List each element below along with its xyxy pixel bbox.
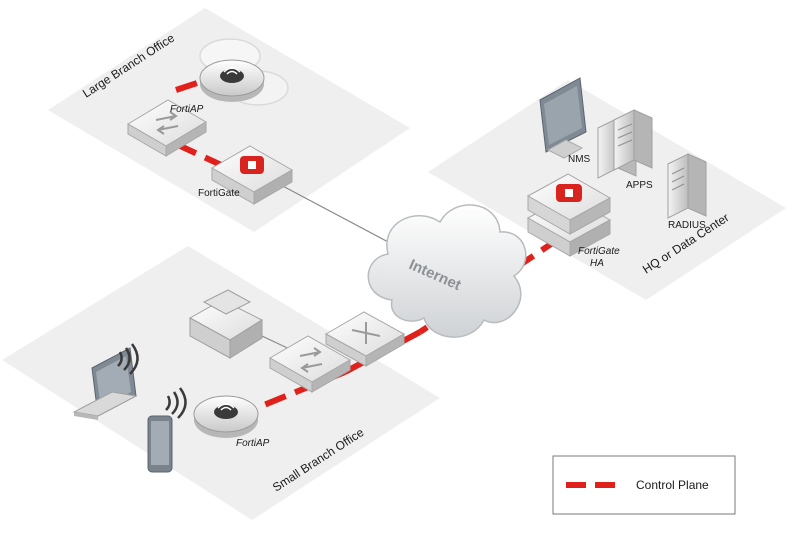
wifi-icon <box>117 343 139 375</box>
hq-fortigate-label-line1: FortiGate <box>578 246 620 257</box>
large-fortigate[interactable] <box>210 145 294 205</box>
large-fortiap[interactable] <box>199 59 265 102</box>
fortinet-logo-icon <box>240 156 264 174</box>
legend-label: Control Plane <box>636 478 709 492</box>
hq-fortigate-ha[interactable] <box>526 173 612 257</box>
small-switch[interactable] <box>268 335 352 393</box>
large-branch-zone <box>48 8 410 232</box>
small-router[interactable] <box>324 311 406 367</box>
large-fortigate-label: FortiGate <box>198 188 240 199</box>
smartphone[interactable] <box>147 415 173 473</box>
apps-server[interactable] <box>597 109 653 179</box>
legend: Control Plane <box>552 455 736 515</box>
hq-zone <box>428 80 786 300</box>
small-fortiap[interactable] <box>193 395 259 438</box>
radius-server[interactable] <box>667 153 707 219</box>
hq-fortigate-label-line2: HA <box>590 258 604 269</box>
nms-monitor[interactable] <box>539 77 587 159</box>
large-fortiap-label: FortiAP <box>170 104 204 115</box>
large-switch[interactable] <box>127 99 207 157</box>
laptop[interactable] <box>72 347 138 420</box>
nms-label: NMS <box>568 154 591 165</box>
apps-label: APPS <box>626 180 653 191</box>
fortinet-logo-icon <box>556 184 582 202</box>
small-branch-zone <box>2 246 440 520</box>
internet-cloud <box>367 204 527 338</box>
small-fortiap-label: FortiAP <box>236 438 270 449</box>
printer[interactable] <box>188 289 264 359</box>
wifi-icon <box>165 387 187 419</box>
radius-label: RADIUS <box>668 220 706 231</box>
